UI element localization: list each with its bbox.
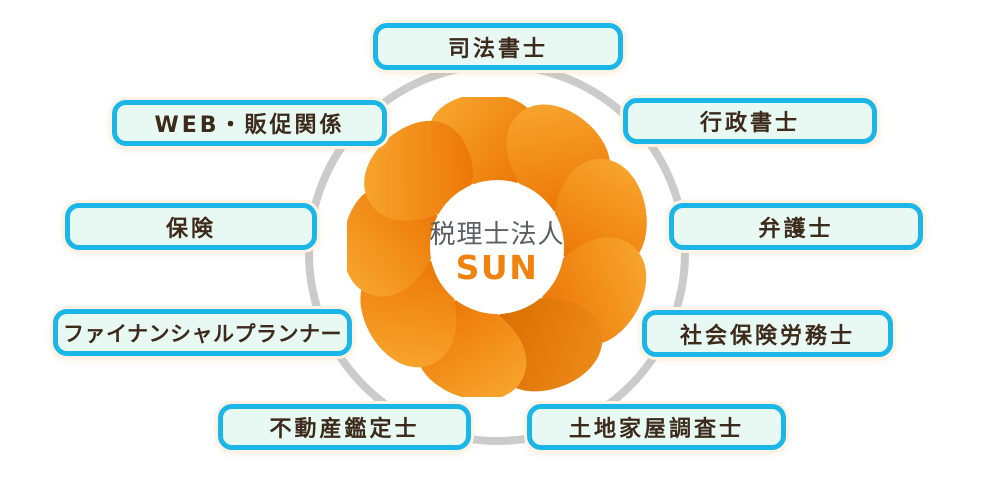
- node-label: 司法書士: [447, 36, 548, 62]
- node-label: 社会保険労務士: [679, 323, 855, 349]
- node-label: 不動産鑑定士: [269, 417, 420, 442]
- node-label: WEB・販促関係: [154, 113, 345, 138]
- node-social-insurance-labor-consultant: 社会保険労務士: [642, 310, 893, 357]
- node-financial-planner: ファイナンシャルプランナー: [53, 309, 352, 356]
- center-brand-name: SUN: [456, 248, 539, 287]
- node-attorney: 弁護士: [669, 203, 923, 250]
- sun-logo: 税理士法人 SUN: [347, 97, 647, 397]
- node-insurance: 保険: [65, 203, 317, 250]
- node-land-house-surveyor: 土地家屋調査士: [527, 404, 786, 450]
- node-label: ファイナンシャルプランナー: [62, 321, 343, 346]
- node-administrative-scrivener: 行政書士: [623, 98, 877, 144]
- node-judicial-scrivener: 司法書士: [373, 23, 623, 70]
- sun-center-disc: [430, 180, 564, 314]
- node-label: 弁護士: [758, 216, 834, 242]
- node-label: 行政書士: [699, 111, 800, 136]
- node-label: 保険: [165, 216, 216, 242]
- node-real-estate-appraiser: 不動産鑑定士: [218, 404, 471, 450]
- node-label: 土地家屋調査士: [568, 417, 744, 442]
- node-web-promotion: WEB・販促関係: [112, 100, 387, 146]
- center-company-name: 税理士法人: [429, 220, 564, 250]
